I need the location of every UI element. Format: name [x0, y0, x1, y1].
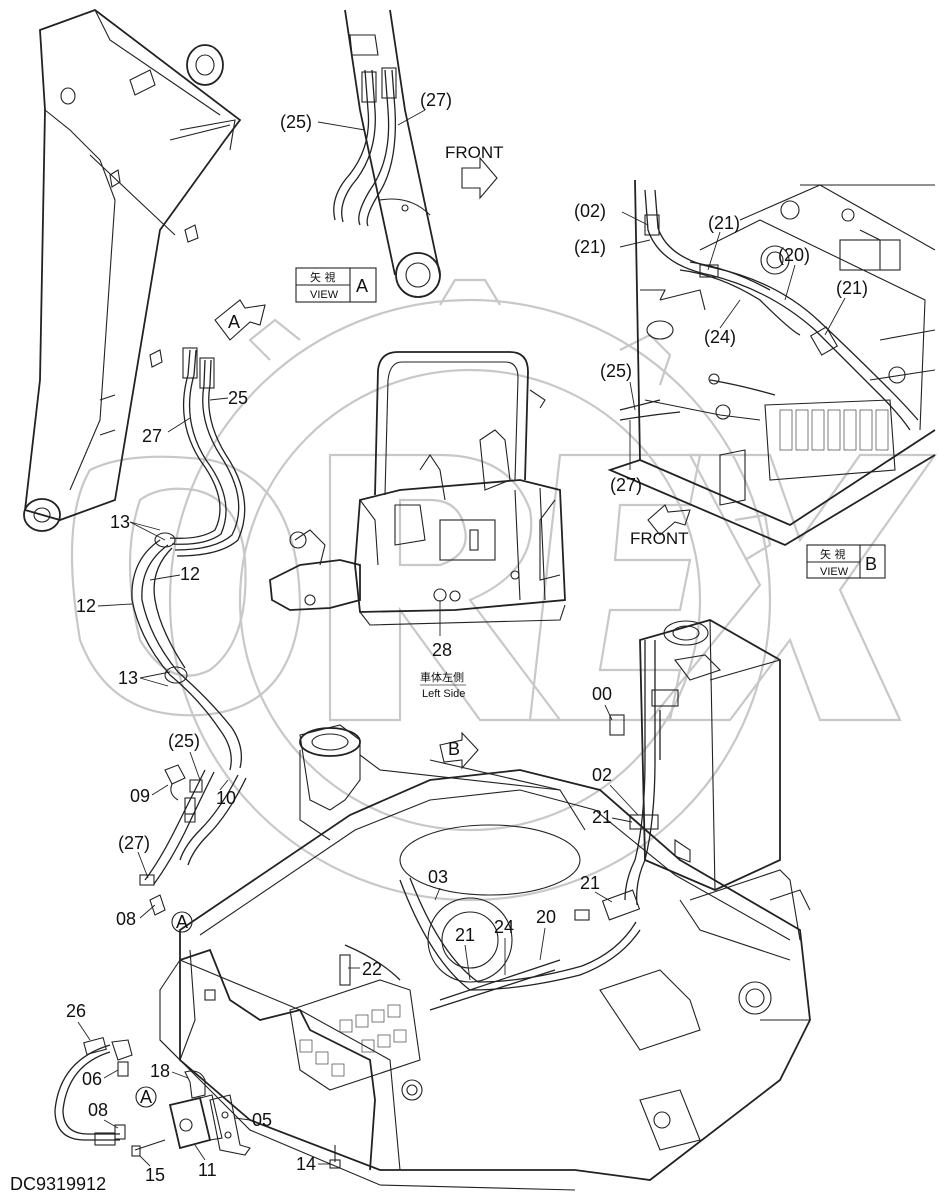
left-side-jp: 車体左側 [420, 670, 464, 684]
callout-08-bottom: 08 [88, 1100, 108, 1120]
callout-27: 27 [142, 426, 162, 446]
callout-20-view-b: (20) [778, 245, 810, 265]
view-a-label-box: 矢 視 VIEW A [295, 267, 377, 303]
callout-27-view-a: (27) [420, 90, 452, 110]
boom-arm [23, 8, 242, 532]
callout-15: 15 [145, 1165, 165, 1185]
view-b-detail [607, 179, 936, 547]
callout-02-view-b: (02) [574, 201, 606, 221]
callout-21-c: 21 [455, 925, 475, 945]
callout-21-view-b-2: (21) [708, 213, 740, 233]
callout-06: 06 [82, 1069, 102, 1089]
left-side-en: Left Side [422, 688, 465, 700]
callout-24: 24 [494, 917, 514, 937]
callout-21-b: 21 [580, 873, 600, 893]
callout-21-view-b-1: (21) [574, 237, 606, 257]
machine-side-view [269, 351, 566, 626]
callout-25-view-b: (25) [600, 361, 632, 381]
boom-hoses [131, 347, 246, 771]
callout-10: 10 [216, 788, 236, 808]
view-b-letter: B [865, 554, 877, 574]
callout-13-bottom: 13 [118, 668, 138, 688]
circle-a-letter-1: A [176, 912, 188, 932]
drawing-number: DC9319912 [10, 1174, 106, 1194]
callout-03: 03 [428, 867, 448, 887]
circle-a-marker-2: A [135, 1086, 157, 1108]
callout-25-view-a: (25) [280, 112, 312, 132]
callout-21-view-b-3: (21) [836, 278, 868, 298]
front-label-b: FRONT [630, 529, 689, 548]
callout-12-left: 12 [76, 596, 96, 616]
callout-22: 22 [362, 959, 382, 979]
callout-14: 14 [296, 1154, 316, 1174]
view-a-letter: A [356, 276, 368, 296]
view-a-en-text: VIEW [310, 289, 339, 301]
callout-26: 26 [66, 1001, 86, 1021]
callout-13-top: 13 [110, 512, 130, 532]
callout-25: 25 [228, 388, 248, 408]
callout-12-right: 12 [180, 564, 200, 584]
view-b-en-text: VIEW [820, 566, 849, 578]
callout-28: 28 [432, 640, 452, 660]
callout-24-view-b: (24) [704, 327, 736, 347]
view-b-label-box: 矢 視 VIEW B [806, 544, 886, 579]
watermark [70, 278, 938, 902]
circle-a-letter-2: A [140, 1087, 152, 1107]
callout-20: 20 [536, 907, 556, 927]
callout-11: 11 [198, 1160, 217, 1180]
circle-a-marker-1: A [171, 911, 193, 933]
main-frame [159, 619, 811, 1191]
callout-08-top: 08 [116, 909, 136, 929]
arrow-a-letter: A [228, 312, 240, 332]
callout-05: 05 [252, 1110, 272, 1130]
callout-27-paren: (27) [118, 833, 150, 853]
callout-27-view-b: (27) [610, 475, 642, 495]
callout-21-a: 21 [592, 807, 612, 827]
arrow-b-letter: B [448, 739, 460, 759]
callout-02: 02 [592, 765, 612, 785]
front-label-top: FRONT [445, 143, 504, 162]
arrow-a-indicator: A [214, 299, 266, 341]
callout-00: 00 [592, 684, 612, 704]
arrow-b-indicator: B [439, 731, 479, 770]
view-b-jp-text: 矢 視 [820, 547, 846, 561]
callout-09: 09 [130, 786, 150, 806]
callout-25-paren: (25) [168, 731, 200, 751]
callout-18: 18 [150, 1061, 170, 1081]
view-a-jp-text: 矢 視 [310, 270, 336, 284]
view-a-detail [333, 9, 498, 298]
lower-left-fittings [54, 764, 341, 1169]
